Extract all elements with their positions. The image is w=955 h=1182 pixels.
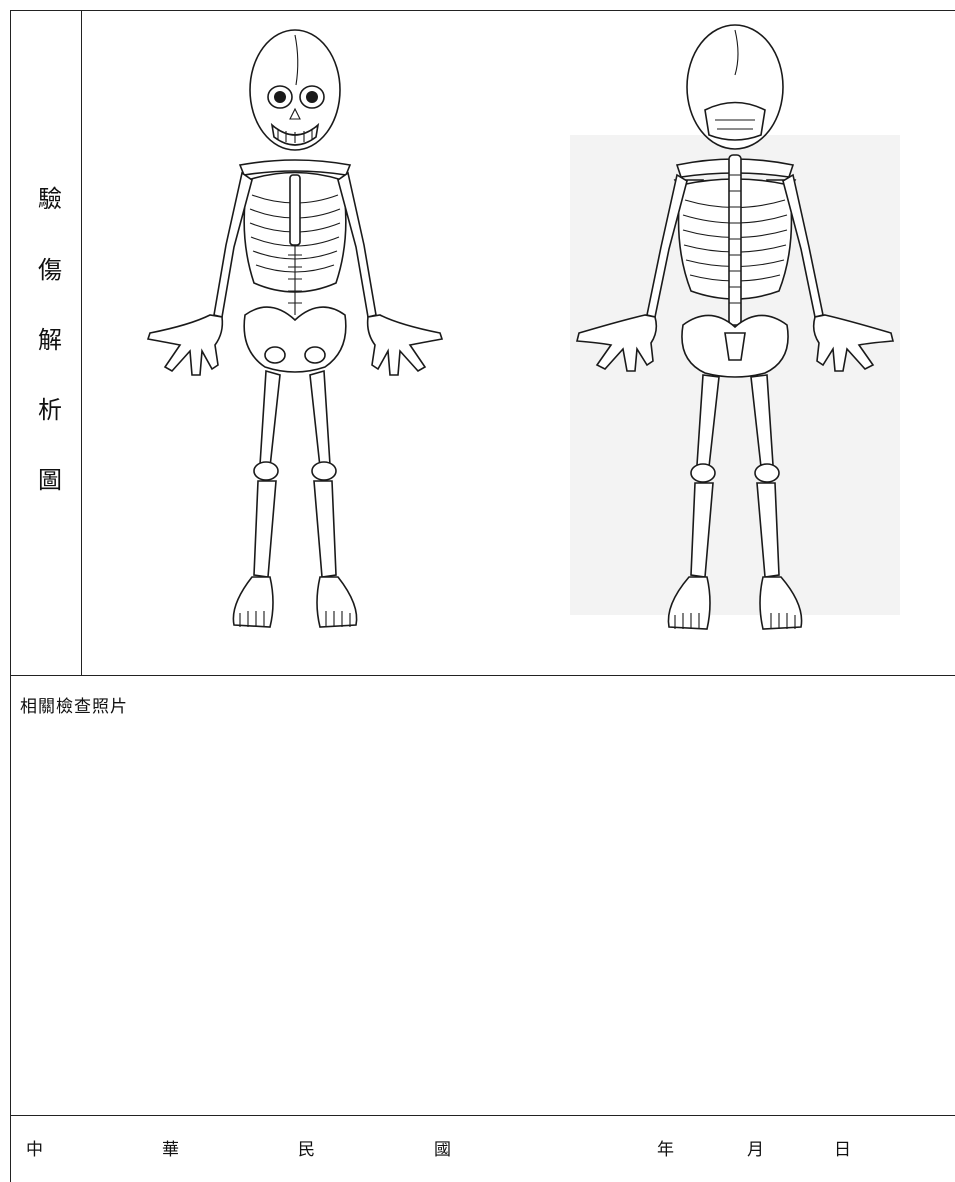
skeleton-back-legs bbox=[667, 374, 803, 630]
photo-section-bottom-border bbox=[10, 1115, 955, 1116]
skeleton-back-torso bbox=[673, 154, 797, 326]
skeleton-front-torso bbox=[238, 159, 352, 315]
title-column-divider bbox=[81, 10, 82, 675]
date-char-guo: 國 bbox=[434, 1140, 451, 1160]
skeleton-front-legs bbox=[232, 369, 358, 628]
side-title-char-3: 解 bbox=[38, 326, 62, 354]
photos-section-label: 相關檢查照片 bbox=[20, 697, 128, 717]
form-frame bbox=[10, 10, 955, 1182]
date-char-month: 月 bbox=[747, 1140, 764, 1160]
side-title-char-2: 傷 bbox=[38, 256, 62, 284]
skeleton-front-arms bbox=[146, 171, 444, 376]
side-title-char-4: 析 bbox=[38, 396, 62, 424]
skeleton-front-figure bbox=[146, 29, 444, 628]
skeleton-back-skull bbox=[686, 24, 784, 150]
side-title-char-1: 驗 bbox=[38, 185, 62, 213]
skeleton-front-skull bbox=[249, 29, 341, 151]
date-char-day: 日 bbox=[834, 1140, 851, 1160]
side-title-char-5: 圖 bbox=[38, 466, 62, 494]
skeleton-front-pelvis bbox=[243, 306, 347, 373]
skeleton-back-arms bbox=[575, 173, 895, 372]
date-char-hua: 華 bbox=[162, 1140, 179, 1160]
skeleton-back-pelvis bbox=[681, 314, 789, 378]
photos-area[interactable] bbox=[12, 720, 952, 1110]
date-char-year: 年 bbox=[657, 1140, 674, 1160]
date-char-min: 民 bbox=[298, 1140, 315, 1160]
diagram-section-bottom-border bbox=[10, 675, 955, 676]
skeleton-back-figure bbox=[570, 24, 900, 630]
date-char-zhong: 中 bbox=[26, 1140, 43, 1160]
